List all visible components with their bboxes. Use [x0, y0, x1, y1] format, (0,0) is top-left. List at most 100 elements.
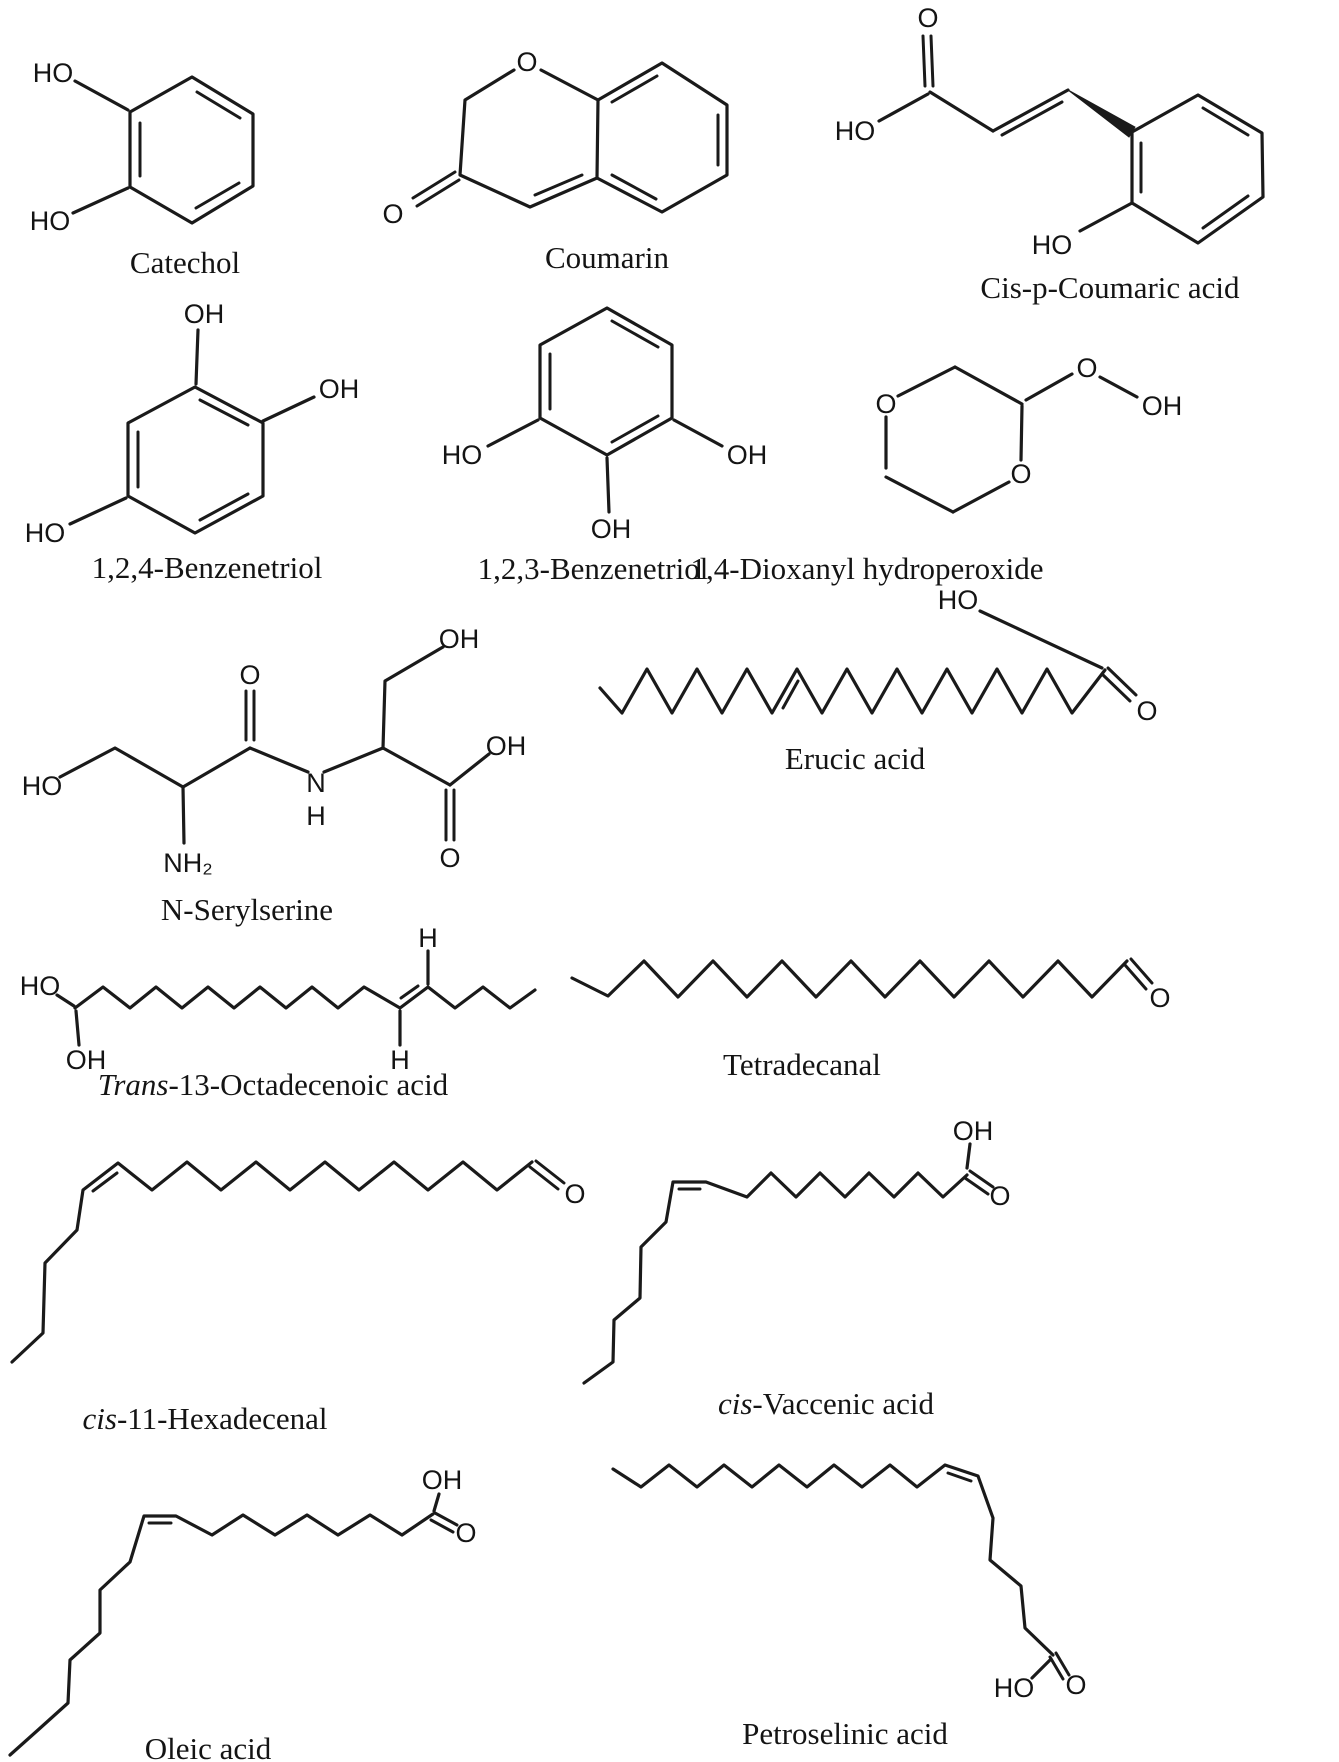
atom-label: O	[1149, 983, 1170, 1013]
ho-bond	[978, 609, 1104, 670]
double-bond-inner	[1201, 106, 1250, 137]
atom-label: O	[1065, 1670, 1086, 1700]
double-bond-inner	[91, 1171, 119, 1193]
atom-label: OH	[591, 514, 632, 544]
aldehyde-double-bond	[528, 1165, 560, 1191]
alkyl-chain	[73, 985, 537, 1010]
molecule-name: N-Serylserine	[161, 892, 333, 927]
atom-label: O	[1076, 353, 1097, 383]
atom-label: OH	[319, 374, 360, 404]
molecule-name: Trans-13-Octadecenoic acid	[98, 1067, 449, 1102]
oh-bond	[73, 79, 130, 112]
ring-bond	[951, 480, 1011, 514]
structure-oleic-acid: OH O Oleic acid	[8, 1465, 477, 1762]
molecule-name: Petroselinic acid	[742, 1716, 948, 1751]
benzene-ring	[1130, 93, 1265, 245]
structure-trans-13-octadecenoic-acid: HO OH H H Trans-13-Octadecenoic acid	[20, 923, 537, 1102]
oh-bond	[672, 418, 724, 448]
alkyl-chain	[582, 1171, 969, 1385]
carboxyl-double-bond	[963, 1176, 990, 1196]
molecule-name: Oleic acid	[145, 1731, 272, 1762]
benzene-ring	[538, 306, 674, 457]
atom-label: OH	[439, 624, 480, 654]
atom-label: O	[455, 1518, 476, 1548]
atom-label: OH	[953, 1116, 994, 1146]
oh-bond	[1078, 201, 1134, 233]
carboxyl-double-bond	[1100, 672, 1132, 703]
atom-label: O	[439, 843, 460, 873]
double-bond-inner	[610, 74, 659, 104]
ring-bond	[884, 475, 955, 514]
atom-label: HO	[938, 585, 979, 615]
carboxyl-double-bond	[929, 34, 935, 88]
double-bond-inner	[198, 492, 250, 522]
wedge-bond	[1067, 89, 1136, 138]
molecule-name: Tetradecanal	[723, 1047, 881, 1082]
double-bond-inner	[610, 414, 660, 444]
alkyl-chain	[598, 667, 1107, 715]
carboxyl-double-bond	[429, 1518, 455, 1534]
ring-bond	[953, 365, 1024, 406]
double-bond-inner	[946, 1471, 973, 1483]
carboxyl-double-bond	[1048, 1655, 1065, 1681]
atom-label: OH	[727, 440, 768, 470]
molecule-name: Cis-p-Coumaric acid	[980, 270, 1240, 305]
molecule-name: 1,2,3-Benzenetriol	[478, 551, 709, 586]
molecule-name: cis-Vaccenic acid	[718, 1386, 935, 1421]
ho-bond	[1030, 1657, 1053, 1680]
benzene-ring	[128, 75, 255, 225]
vinyl-double-bond	[991, 88, 1070, 133]
alkyl-chain	[570, 959, 1129, 999]
atom-label: OH	[1142, 391, 1183, 421]
atom-label: O	[1136, 696, 1157, 726]
double-bond-inner	[198, 398, 250, 427]
pyranone-ring	[458, 68, 600, 209]
atom-label: HO	[33, 58, 74, 88]
carboxyl-double-bond	[1054, 1651, 1071, 1677]
double-bond-inner	[610, 173, 658, 201]
chain-bond	[181, 746, 252, 789]
structure-124-benzenetriol: OH OH HO 1,2,4-Benzenetriol	[25, 299, 360, 585]
structure-123-benzenetriol: HO OH OH 1,2,3-Benzenetriol	[442, 306, 768, 586]
carboxyl-double-bond	[433, 1511, 459, 1527]
atom-label: O	[875, 389, 896, 419]
molecule-name: Coumarin	[545, 240, 669, 275]
acid-oh-bond	[448, 752, 491, 787]
atom-label: HO	[442, 440, 483, 470]
atom-label: HO	[20, 971, 61, 1001]
double-bond-inner	[610, 319, 660, 349]
atom-label: HO	[22, 771, 63, 801]
double-bond-inner	[195, 90, 242, 120]
structure-petroselinic-acid: HO O Petroselinic acid	[611, 1463, 1087, 1751]
oh-bond	[68, 496, 128, 526]
carboxyl-double-bond	[921, 34, 927, 88]
ho-bond	[877, 92, 930, 123]
oh-bond	[486, 418, 540, 448]
ring-bond	[896, 365, 957, 398]
molecule-name: 1,4-Dioxanyl hydroperoxide	[691, 551, 1044, 586]
side-chain-bond	[381, 645, 445, 750]
amine-bond	[181, 785, 186, 845]
structure-cis-11-hexadecenal: O cis-11-Hexadecenal	[10, 1159, 586, 1436]
vinyl-double-bond-inner	[1000, 100, 1064, 137]
chain-bond	[58, 746, 185, 789]
atom-label: OH	[184, 299, 225, 329]
benzene-ring	[126, 385, 265, 535]
atom-label: OH	[66, 1045, 107, 1075]
atom-label: O	[917, 3, 938, 33]
double-bond-inner	[399, 984, 420, 1000]
atom-label: O	[239, 660, 260, 690]
atom-label: HO	[25, 518, 66, 548]
aldehyde-double-bond	[534, 1159, 566, 1185]
benzene-ring	[595, 61, 729, 214]
atom-label: OH	[422, 1465, 463, 1495]
carboxyl-double-bond	[1106, 666, 1138, 697]
molecule-name: Catechol	[130, 245, 240, 280]
atom-label: HO	[835, 116, 876, 146]
oh-bond	[194, 328, 200, 386]
oh-bond	[74, 1009, 81, 1047]
chain-bond	[381, 746, 452, 787]
chain-bond	[928, 90, 995, 133]
structure-coumarin: O O Coumarin	[382, 47, 729, 275]
atom-label: O	[564, 1179, 585, 1209]
